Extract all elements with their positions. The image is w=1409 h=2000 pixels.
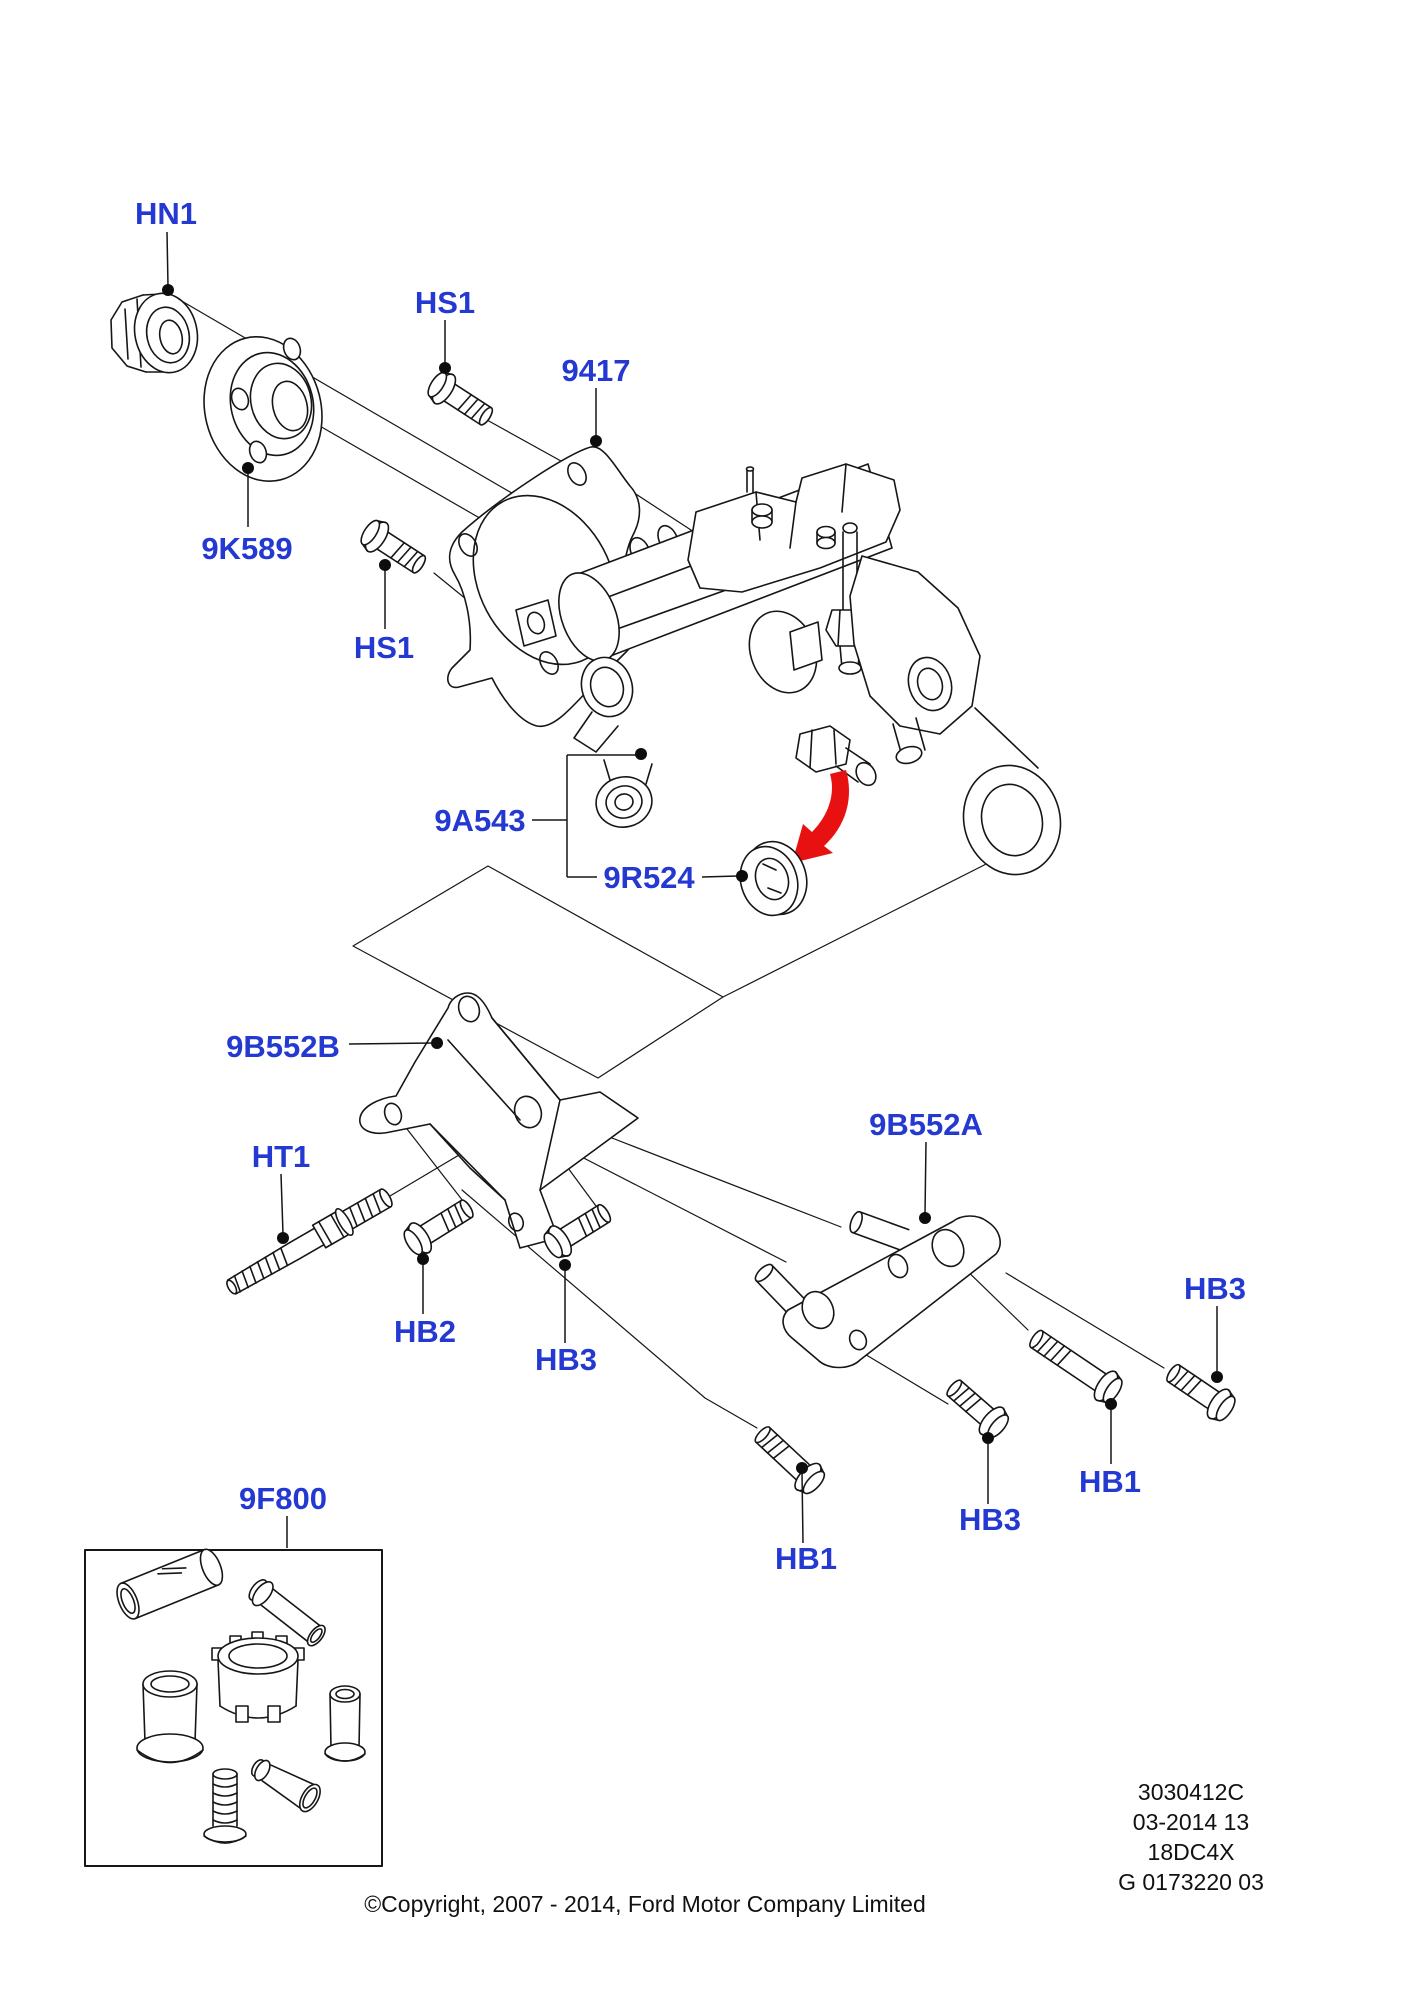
bolt-hb3-b-drawing [1166, 1363, 1236, 1422]
label-hb3-b[interactable]: HB3 [1184, 1271, 1246, 1306]
label-hb1-b[interactable]: HB1 [775, 1541, 837, 1576]
label-9k589[interactable]: 9K589 [201, 531, 292, 566]
seal-drawing [739, 840, 808, 917]
kit-box-drawing [84, 1548, 383, 1867]
bracket-front-drawing [359, 992, 639, 1249]
spacer-plate-drawing [754, 1210, 1001, 1369]
label-ht1[interactable]: HT1 [252, 1139, 311, 1174]
pump-drawing [515, 463, 1062, 876]
label-hb3-a[interactable]: HB3 [535, 1342, 597, 1377]
label-hs1-mid[interactable]: HS1 [354, 630, 414, 665]
label-9417[interactable]: 9417 [562, 353, 631, 388]
bolt-hs1-top-drawing [427, 371, 494, 426]
bolt-hb1-a-drawing [1029, 1329, 1123, 1404]
stud-drawing [225, 1188, 393, 1296]
copyright-text: ©Copyright, 2007 - 2014, Ford Motor Comp… [364, 1891, 926, 1917]
stamp-line-3: 18DC4X [1148, 1839, 1235, 1865]
label-hb2[interactable]: HB2 [394, 1314, 456, 1349]
label-9a543[interactable]: 9A543 [434, 803, 525, 838]
leader-lines [166, 231, 1218, 1548]
alignment-lines [179, 299, 1165, 1429]
label-hs1-top[interactable]: HS1 [415, 285, 475, 320]
hub-drawing [203, 335, 323, 483]
label-9b552b[interactable]: 9B552B [226, 1029, 340, 1064]
label-9f800[interactable]: 9F800 [239, 1481, 327, 1516]
label-9r524[interactable]: 9R524 [603, 860, 695, 895]
stamp-line-4: G 0173220 03 [1118, 1869, 1264, 1895]
leader-dots [162, 284, 1223, 1474]
label-hb3-c[interactable]: HB3 [959, 1502, 1021, 1537]
bolt-hb1-b-drawing [754, 1426, 826, 1495]
bolt-hb3-a-drawing [543, 1203, 612, 1259]
bolt-hb2-drawing [403, 1199, 474, 1256]
label-9b552a[interactable]: 9B552A [869, 1107, 983, 1142]
install-arrow-icon [792, 770, 850, 863]
bolt-hb3-c-drawing [946, 1379, 1010, 1439]
label-hb1-a[interactable]: HB1 [1079, 1464, 1141, 1499]
drawing-stamp: 3030412C 03-2014 13 18DC4X G 0173220 03 [1118, 1779, 1264, 1895]
label-hn1[interactable]: HN1 [135, 196, 197, 231]
stamp-line-1: 3030412C [1138, 1779, 1244, 1805]
stamp-line-2: 03-2014 13 [1133, 1809, 1249, 1835]
nut-drawing [110, 292, 199, 374]
bolt-hs1-mid-drawing [360, 519, 427, 574]
